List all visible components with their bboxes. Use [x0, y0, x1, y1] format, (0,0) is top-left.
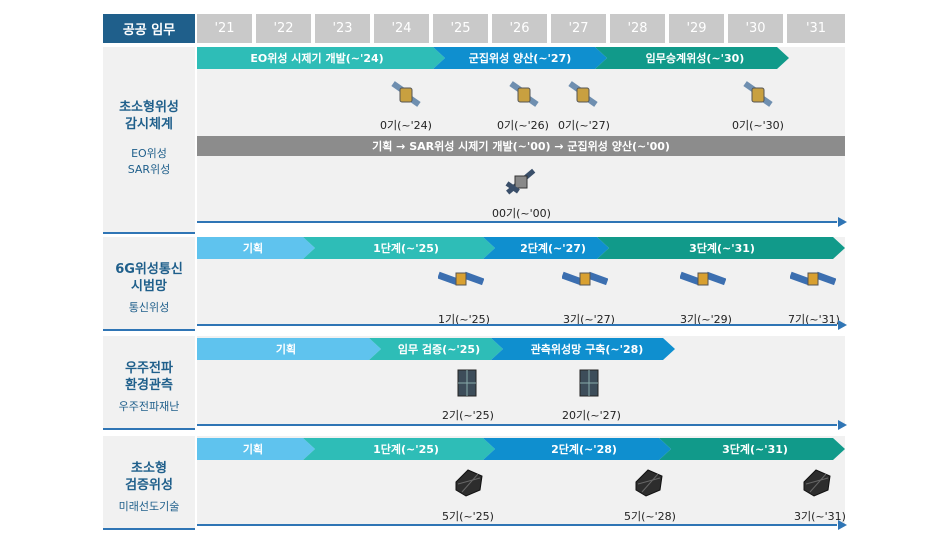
row1-phase2: 군집위성 양산(~'27) [468, 52, 572, 65]
satellite-icon [568, 81, 598, 107]
year-27: '27 [551, 14, 606, 43]
header-title: 공공 임무 [103, 14, 195, 43]
cubesat-icon [457, 369, 477, 397]
row1-lane [197, 47, 845, 222]
year-24: '24 [374, 14, 429, 43]
year-23: '23 [315, 14, 370, 43]
row2-phase3: 2단계(~'27) [520, 242, 586, 255]
row3-title-2: 환경관측 [125, 378, 173, 393]
row3-phase2: 임무 검증(~'25) [397, 343, 481, 356]
row3-phase3: 관측위성망 구축(~'28) [530, 343, 644, 356]
row2-sat-label-1: 1기(~'25) [438, 313, 490, 326]
row3-axis-arrow [838, 420, 847, 430]
row2-sub-1: 통신위성 [128, 301, 170, 314]
row2-sat-label-4: 7기(~'31) [788, 313, 840, 326]
row4-phase4: 3단계(~'31) [722, 443, 788, 456]
row2-sat-label-3: 3기(~'29) [680, 313, 732, 326]
row4-phase1: 기획 [242, 443, 264, 456]
row1-sub-2: SAR위성 [127, 163, 171, 176]
row2-axis-arrow [838, 320, 847, 330]
micro-satellite-icon [635, 469, 663, 497]
row2-label-box: 6G위성통신 시범망 통신위성 [103, 237, 195, 331]
comm-satellite-icon [790, 271, 836, 286]
row4-axis [197, 524, 837, 526]
row4-axis-arrow [838, 520, 847, 530]
row1-sub-1: EO위성 [131, 147, 167, 160]
row4-label-box: 초소형 검증위성 미래선도기술 [103, 436, 195, 530]
row4-title-1: 초소형 [131, 461, 167, 476]
row2-phase-arrows [197, 237, 845, 259]
row3-label-box: 우주전파 환경관측 우주전파재난 [103, 336, 195, 430]
row3-sat-label-1: 2기(~'25) [442, 409, 494, 422]
satellite-icon [509, 81, 539, 107]
row4-sat-label-2: 5기(~'28) [624, 510, 676, 523]
year-28: '28 [610, 14, 665, 43]
year-26: '26 [492, 14, 547, 43]
row3-sub-1: 우주전파재난 [118, 400, 180, 413]
satellite-icon [743, 81, 773, 107]
row1-phase1-shape [197, 47, 445, 69]
year-21: '21 [197, 14, 252, 43]
micro-satellite-icon [803, 469, 831, 497]
row2-axis [197, 324, 837, 326]
row1-phase2-shape [433, 47, 607, 69]
row1-phase3: 임무승계위성(~'30) [645, 52, 745, 65]
row1-sat-label-2: 0기(~'26) [497, 119, 549, 132]
row1-sar-sat-label: 00기(~'00) [492, 207, 551, 220]
row3-phase1: 기획 [275, 343, 297, 356]
row2-phase2: 1단계(~'25) [373, 242, 439, 255]
row1-sat-label-4: 0기(~'30) [732, 119, 784, 132]
row1-axis [197, 221, 837, 223]
row4-sat-label-3: 3기(~'31) [794, 510, 846, 523]
row1-axis-arrow [838, 217, 847, 227]
row1-sat-label-3: 0기(~'27) [558, 119, 610, 132]
comm-satellite-icon [562, 271, 608, 286]
row4-sat-label-1: 5기(~'25) [442, 510, 494, 523]
row1-phase1: EO위성 시제기 개발(~'24) [250, 52, 384, 65]
year-31: '31 [787, 14, 845, 43]
row2-title-1: 6G위성통신 [115, 262, 183, 277]
year-25: '25 [433, 14, 488, 43]
sar-satellite-icon [505, 168, 536, 195]
comm-satellite-icon [680, 271, 726, 286]
row1-label-box: 초소형위성 감시체계 EO위성 SAR위성 [103, 47, 195, 234]
row4-phase3: 2단계(~'28) [551, 443, 617, 456]
row4-title-2: 검증위성 [125, 478, 173, 493]
row4-phase2: 1단계(~'25) [373, 443, 439, 456]
row4-phase-arrows [197, 438, 845, 460]
year-22: '22 [256, 14, 311, 43]
comm-satellite-icon [438, 271, 484, 286]
row1-sat-label-1: 0기(~'24) [380, 119, 432, 132]
row3-title-1: 우주전파 [125, 361, 173, 376]
row4-sub-1: 미래선도기술 [118, 500, 180, 513]
satellite-icon [391, 81, 421, 107]
micro-satellite-icon [455, 469, 483, 497]
row1-title-2: 감시체계 [125, 117, 173, 132]
row2-phase1: 기획 [242, 242, 264, 255]
row3-phase-arrows [197, 338, 675, 360]
row1-phase-arrows [197, 47, 789, 69]
year-30: '30 [728, 14, 783, 43]
year-29: '29 [669, 14, 724, 43]
row3-axis [197, 424, 837, 426]
row1-sar-bar: 기획 → SAR위성 시제기 개발(~'00) → 군집위성 양산(~'00) [197, 136, 845, 156]
row2-sat-label-2: 3기(~'27) [563, 313, 615, 326]
row2-phase4: 3단계(~'31) [689, 242, 755, 255]
cubesat-icon [579, 369, 599, 397]
row3-sat-label-2: 20기(~'27) [562, 409, 621, 422]
row2-title-2: 시범망 [131, 279, 167, 294]
row1-title-1: 초소형위성 [119, 100, 179, 115]
row1-phase3-shape [595, 47, 789, 69]
